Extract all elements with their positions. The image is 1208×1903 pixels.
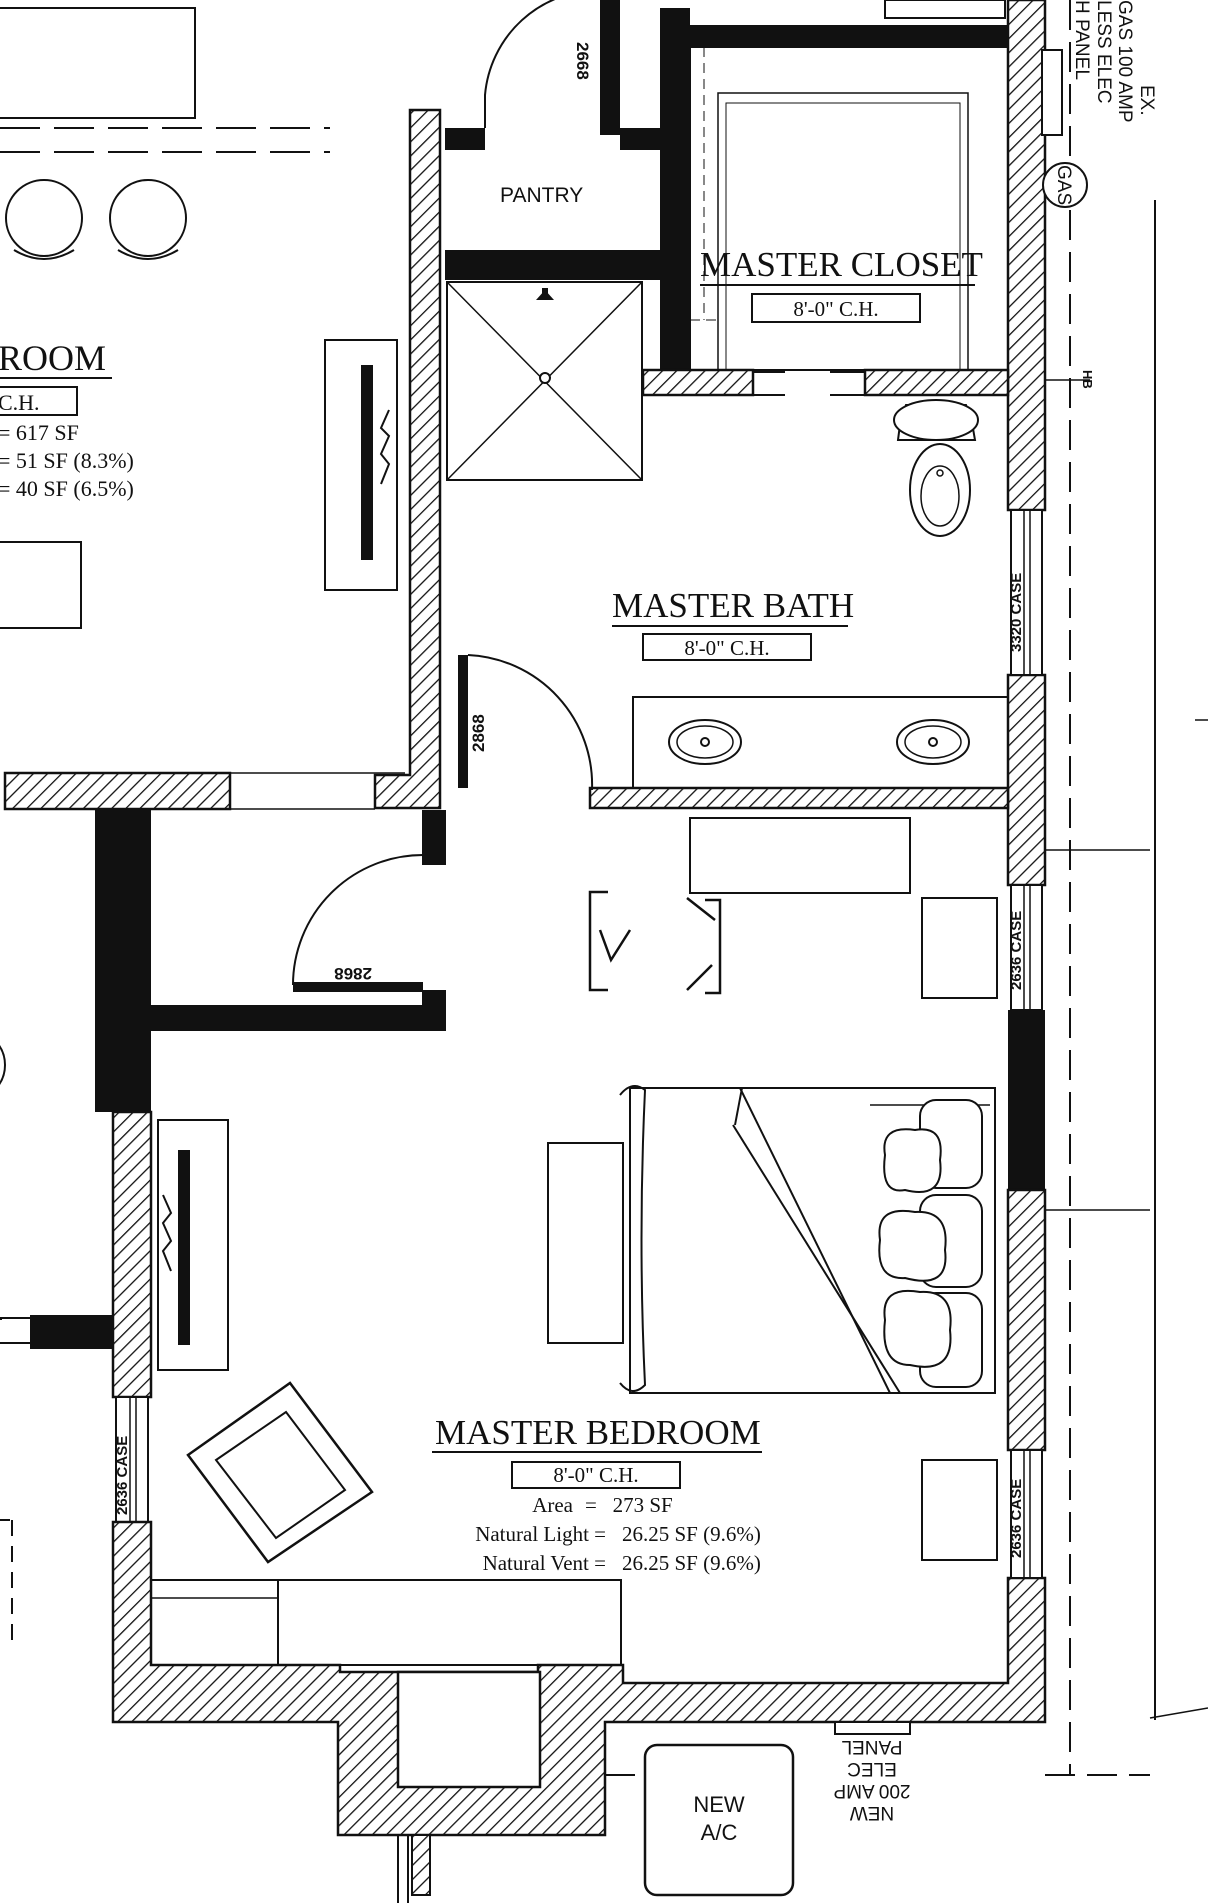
bar-stool xyxy=(5,179,83,260)
right-lower-window-tag: 2636 CASE xyxy=(1008,1479,1025,1558)
bed xyxy=(619,1085,996,1394)
kitchen-partial: ROOM C.H. = 617 SF = 51 SF (8.3%) = 40 S… xyxy=(0,7,398,1650)
existing-panel-line4: H PANEL xyxy=(1071,0,1092,80)
existing-panel-line2: GAS 100 AMP xyxy=(1114,0,1135,123)
natural-light-label: Natural Light = xyxy=(475,1522,606,1546)
right-upper-window-tag: 2636 CASE xyxy=(1008,911,1025,990)
fireplace xyxy=(324,339,398,591)
existing-panel-line1: EX. xyxy=(1136,85,1157,116)
left-window-tag: 2636 CASE xyxy=(114,1436,131,1515)
pantry-label: PANTRY xyxy=(500,184,583,207)
bedroom-door-tag: 2868 xyxy=(334,964,372,983)
master-bath-title: MASTER BATH xyxy=(612,586,854,625)
partial-room-label: ROOM C.H. = 617 SF = 51 SF (8.3%) = 40 S… xyxy=(0,338,134,501)
hose-bib-tag: HB xyxy=(1080,370,1095,389)
master-bedroom: 2868 xyxy=(150,817,998,1666)
bath-window-tag: 3320 CASE xyxy=(1008,573,1025,652)
master-bedroom-label: MASTER BEDROOM 8'-0" C.H. Area = 273 SF … xyxy=(432,1413,762,1575)
master-closet-ceiling: 8'-0" C.H. xyxy=(793,297,878,321)
existing-panel: EX. GAS 100 AMP LESS ELEC H PANEL xyxy=(1041,0,1157,136)
bedroom-door: 2868 xyxy=(292,854,424,986)
area-value: = 273 SF xyxy=(585,1493,673,1517)
window-tags: 3320 CASE 2636 CASE 2636 CASE 2636 CASE xyxy=(114,573,1025,1558)
existing-panel-line3: LESS ELEC xyxy=(1093,0,1114,104)
pantry-door-tag: 2668 xyxy=(573,42,592,80)
master-bath-ceiling: 8'-0" C.H. xyxy=(684,636,769,660)
exterior-lines xyxy=(605,0,1208,1776)
master-bedroom-ceiling: 8'-0" C.H. xyxy=(553,1463,638,1487)
shower xyxy=(446,281,643,481)
gas-meter: GAS xyxy=(1042,162,1088,208)
room-ceiling: C.H. xyxy=(0,390,40,415)
new-panel-line4: PANEL xyxy=(842,1736,903,1757)
gas-meter-label: GAS xyxy=(1053,165,1074,205)
room-vent: = 40 SF (6.5%) xyxy=(0,476,134,501)
ac-line2: A/C xyxy=(701,1820,738,1845)
bath-door: 2868 xyxy=(458,654,594,791)
new-panel: PANEL ELEC 200 AMP NEW xyxy=(833,1721,911,1823)
fireplace xyxy=(157,1119,229,1371)
room-area: = 617 SF xyxy=(0,420,79,445)
ac-line1: NEW xyxy=(693,1792,745,1817)
new-panel-line2: 200 AMP xyxy=(833,1780,910,1801)
natural-light-value: 26.25 SF (9.6%) xyxy=(622,1522,761,1546)
vanity xyxy=(632,696,1009,789)
new-panel-line3: ELEC xyxy=(847,1758,897,1779)
ac-unit: NEW A/C xyxy=(643,1743,795,1897)
equipment: HB GAS EX. GAS 100 AMP LESS ELEC H PANEL… xyxy=(397,0,1157,1903)
walls xyxy=(0,0,1047,1837)
master-closet: MASTER CLOSET 8'-0" C.H. xyxy=(689,46,1009,371)
bar-stool xyxy=(109,179,187,260)
new-panel-line1: NEW xyxy=(850,1802,894,1823)
master-bedroom-title: MASTER BEDROOM xyxy=(435,1413,761,1452)
master-bath: MASTER BATH 8'-0" C.H. 2868 xyxy=(458,399,1009,791)
area-label: Area xyxy=(532,1493,573,1517)
armchair xyxy=(186,1381,374,1564)
natural-vent-value: 26.25 SF (9.6%) xyxy=(622,1551,761,1575)
toilet xyxy=(893,399,979,537)
bath-door-tag: 2868 xyxy=(469,714,488,752)
pantry: PANTRY 2668 xyxy=(484,0,592,207)
master-closet-title: MASTER CLOSET xyxy=(700,245,983,284)
walk-direction-marks xyxy=(588,890,722,995)
chimney-detail xyxy=(397,1834,431,1903)
natural-vent-label: Natural Vent = xyxy=(483,1551,606,1575)
room-name: ROOM xyxy=(0,338,106,378)
built-in-seat xyxy=(150,1579,622,1666)
room-light: = 51 SF (8.3%) xyxy=(0,448,134,473)
